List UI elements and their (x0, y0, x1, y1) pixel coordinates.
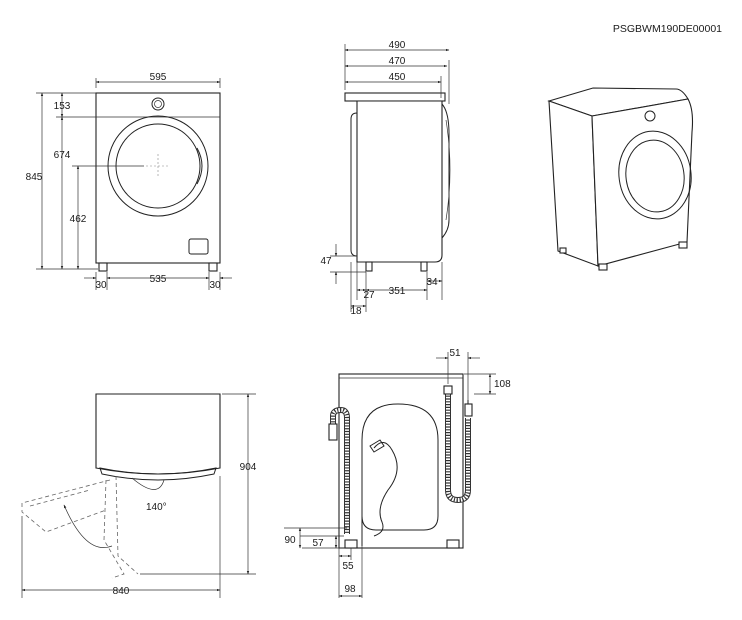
side-view: 490 470 450 47 27 351 34 18 (320, 40, 451, 317)
front-view: 595 845 153 674 462 535 30 30 (26, 72, 232, 291)
front-foot-span-label: 535 (150, 274, 167, 285)
front-total-height-label: 845 (26, 172, 43, 183)
document-code: PSGBWM190DE00001 (613, 23, 722, 35)
side-foot-front-label: 18 (350, 306, 362, 317)
back-drain-offset-label: 55 (342, 561, 354, 572)
side-depth-max-label: 490 (389, 40, 406, 51)
door-open-height-label: 904 (240, 462, 257, 473)
side-depth-body-label: 450 (389, 72, 406, 83)
door-open-view: 140° 904 840 (21, 393, 257, 598)
back-inlet-height-label: 57 (312, 538, 324, 549)
side-foot-back-label: 34 (426, 277, 438, 288)
front-foot-right-label: 30 (209, 280, 221, 291)
back-bottom-height-label: 90 (284, 535, 296, 546)
front-foot-left-label: 30 (95, 280, 107, 291)
isometric-view (547, 87, 694, 271)
front-door-bottom-label: 462 (70, 214, 87, 225)
door-open-width-label: 840 (113, 586, 130, 597)
back-view: 51 108 90 57 55 98 (284, 348, 511, 598)
door-open-angle-label: 140° (146, 502, 167, 513)
front-top-label: 153 (54, 101, 71, 112)
side-foot-height-label: 47 (320, 256, 332, 267)
front-door-center-label: 674 (54, 150, 71, 161)
side-foot-span-label: 351 (389, 286, 406, 297)
front-width-label: 595 (150, 72, 167, 83)
back-drain-depth-label: 98 (344, 584, 356, 595)
side-foot-offset-label: 27 (363, 290, 375, 301)
back-hose-offset-label: 51 (449, 348, 461, 359)
back-top-gap-label: 108 (494, 379, 511, 390)
side-depth-door-label: 470 (389, 56, 406, 67)
